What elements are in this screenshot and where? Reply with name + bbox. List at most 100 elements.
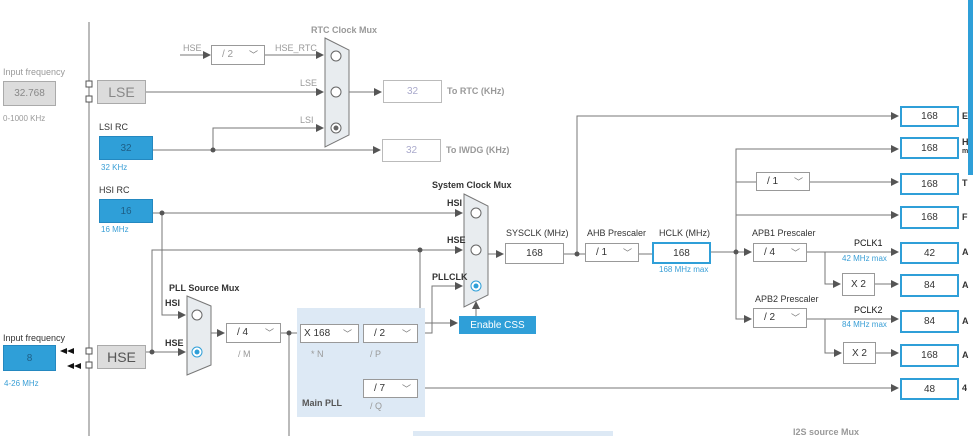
apb1-label: APB1 Prescaler — [752, 228, 816, 238]
hse-frequency-input[interactable]: 8 — [3, 345, 56, 371]
output-label: F — [962, 212, 968, 222]
i2s-panel — [413, 431, 613, 436]
output-label: A — [962, 247, 969, 257]
sys-radio-hse — [470, 244, 482, 256]
output-label-sub: m — [962, 148, 969, 155]
pll-n-dropdown[interactable]: X 168 ﹀ — [300, 324, 359, 343]
pll-m-dropdown[interactable]: / 4 ﹀ — [226, 323, 281, 343]
to-rtc-value: 32 — [383, 80, 442, 103]
pll-n-value: X 168 — [304, 328, 331, 339]
apb1-prescaler-dropdown[interactable]: / 4 ﹀ — [753, 243, 807, 262]
ahb-prescaler-dropdown[interactable]: / 1 ﹀ — [585, 243, 639, 262]
sys-mux-title: System Clock Mux — [432, 180, 512, 190]
pll-mux-title: PLL Source Mux — [169, 283, 240, 293]
output-label: A — [962, 316, 969, 326]
rtc-lse-label: LSE — [300, 78, 318, 88]
hsi-title: HSI RC — [99, 185, 130, 195]
lse-frequency-input[interactable]: 32.768 — [3, 81, 56, 106]
sys-hsi-label: HSI — [447, 198, 463, 208]
apb2-prescaler-dropdown[interactable]: / 2 ﹀ — [753, 308, 807, 328]
chevron-down-icon: ﹀ — [793, 177, 803, 187]
lse-range: 0-1000 KHz — [3, 114, 46, 123]
ahb-label: AHB Prescaler — [587, 228, 647, 238]
pll-hsi-label: HSI — [165, 298, 181, 308]
apb2-value: / 2 — [764, 312, 776, 323]
output-value[interactable]: 168 — [900, 206, 959, 229]
systick-div-value: / 1 — [767, 176, 779, 187]
rtc-lsi-label: LSI — [300, 115, 314, 125]
to-iwdg-value: 32 — [382, 139, 441, 162]
rtc-radio-hse — [330, 50, 342, 62]
chevron-down-icon: ﹀ — [342, 329, 352, 339]
output-label: E — [962, 111, 969, 121]
output-label: A — [962, 350, 969, 360]
output-value[interactable]: 84 — [900, 274, 959, 297]
hclk-label: HCLK (MHz) — [659, 228, 710, 238]
rtc-radio-lse — [330, 86, 342, 98]
pclk1-label: PCLK1 — [854, 238, 883, 248]
hsi-unit: 16 MHz — [101, 225, 129, 234]
lsi-unit: 32 KHz — [101, 163, 128, 172]
output-label: 4 — [962, 383, 968, 393]
sys-hse-label: HSE — [447, 235, 466, 245]
output-label: A — [962, 280, 969, 290]
apb1-timer-multiplier: X 2 — [842, 273, 875, 296]
main-pll-title: Main PLL — [302, 398, 342, 408]
pll-p-value: / 2 — [374, 328, 386, 339]
output-value[interactable]: 48 — [900, 378, 959, 400]
lsi-value: 32 — [99, 136, 153, 160]
pll-n-label: * N — [311, 349, 324, 359]
rtc-hse-label: HSE — [183, 43, 202, 53]
apb1-value: / 4 — [764, 247, 776, 258]
lse-input-label: Input frequency — [3, 67, 66, 77]
chevron-down-icon: ﹀ — [248, 50, 258, 60]
i2s-mux-title: I2S source Mux — [793, 427, 860, 436]
output-label: H — [962, 137, 969, 147]
chevron-down-icon: ﹀ — [790, 313, 800, 323]
sys-pllclk-label: PLLCLK — [432, 272, 468, 282]
to-rtc-label: To RTC (KHz) — [447, 86, 505, 96]
chevron-down-icon: ﹀ — [401, 384, 411, 394]
pclk2-max: 84 MHz max — [842, 320, 887, 329]
pll-mux-shape — [186, 295, 212, 376]
hse-rtc-label: HSE_RTC — [275, 43, 317, 53]
hclk-input[interactable]: 168 — [652, 242, 711, 264]
output-value[interactable]: 168 — [900, 173, 959, 195]
pll-p-label: / P — [370, 349, 382, 359]
ahb-value: / 1 — [596, 247, 608, 258]
pclk1-max: 42 MHz max — [842, 254, 887, 263]
hsi-value: 16 — [99, 199, 153, 223]
enable-css-button[interactable]: Enable CSS — [459, 316, 536, 334]
apb2-label: APB2 Prescaler — [755, 294, 819, 304]
lse-block[interactable]: LSE — [97, 80, 146, 104]
output-value[interactable]: 42 — [900, 242, 959, 264]
output-value[interactable]: 168 — [900, 106, 959, 127]
output-value[interactable]: 84 — [900, 310, 959, 333]
scrollbar[interactable] — [968, 0, 973, 175]
sysclk-label: SYSCLK (MHz) — [506, 228, 569, 238]
output-value[interactable]: 168 — [900, 344, 959, 367]
apb2-timer-multiplier: X 2 — [843, 342, 876, 364]
sys-radio-hsi — [470, 207, 482, 219]
pll-radio-hsi — [191, 309, 203, 321]
hse-range: 4-26 MHz — [4, 379, 39, 388]
pll-q-dropdown[interactable]: / 7 ﹀ — [363, 379, 418, 398]
rtc-hse-divider-dropdown[interactable]: / 2 ﹀ — [211, 45, 265, 65]
pll-m-label: / M — [238, 349, 251, 359]
output-value[interactable]: 168 — [900, 137, 959, 159]
pll-m-value: / 4 — [237, 327, 249, 338]
pll-q-value: / 7 — [374, 383, 386, 394]
rtc-div-value: / 2 — [222, 49, 234, 60]
systick-divider-dropdown[interactable]: / 1 ﹀ — [756, 172, 810, 191]
lsi-title: LSI RC — [99, 122, 129, 132]
output-label: T — [962, 178, 968, 188]
chevron-down-icon: ﹀ — [622, 248, 632, 258]
chevron-down-icon: ﹀ — [264, 328, 274, 338]
hse-block[interactable]: HSE — [97, 345, 146, 369]
to-iwdg-label: To IWDG (KHz) — [446, 145, 510, 155]
pll-p-dropdown[interactable]: / 2﹀ — [363, 324, 418, 343]
chevron-down-icon: ﹀ — [790, 248, 800, 258]
sysclk-value: 168 — [505, 243, 564, 264]
